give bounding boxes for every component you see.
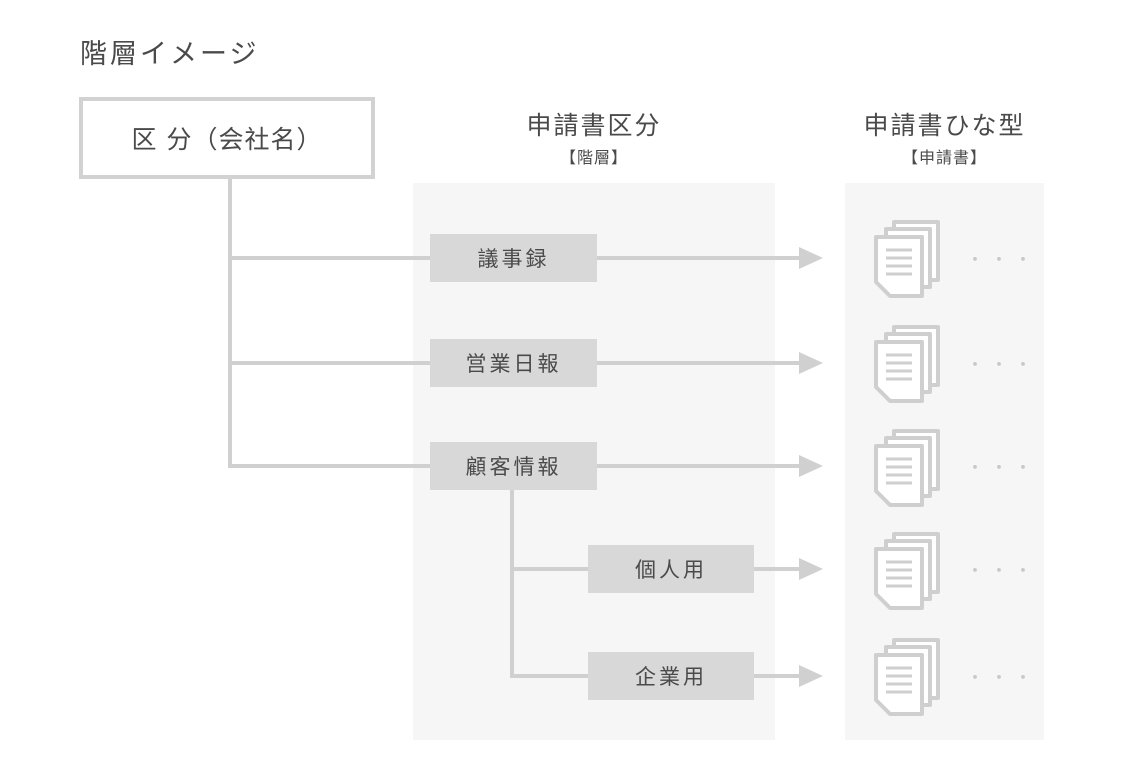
arrowhead-customer-info bbox=[799, 455, 823, 477]
arrow-line-customer-info bbox=[597, 464, 799, 468]
arrowhead-personal bbox=[799, 558, 823, 580]
arrow-line-corporate bbox=[754, 674, 799, 678]
document-stack-icon bbox=[874, 638, 940, 716]
category-column-title: 申請書区分 bbox=[526, 111, 662, 140]
branch-line-corporate bbox=[510, 674, 588, 678]
branch-line-daily-report bbox=[228, 361, 430, 365]
arrow-line-daily-report bbox=[597, 361, 799, 365]
arrow-line-personal bbox=[754, 567, 799, 571]
node-minutes: 議事録 bbox=[430, 234, 597, 282]
template-column-subtitle: 【申請書】 bbox=[901, 148, 987, 167]
category-column-subtitle: 【階層】 bbox=[559, 148, 628, 167]
template-column-title: 申請書ひな型 bbox=[863, 111, 1026, 140]
ellipsis-personal: ・・・ bbox=[966, 561, 1038, 582]
ellipsis-daily-report: ・・・ bbox=[966, 355, 1038, 376]
root-category-box: 区 分（会社名） bbox=[79, 97, 375, 179]
arrowhead-minutes bbox=[799, 247, 823, 269]
document-stack-icon bbox=[874, 220, 940, 298]
ellipsis-customer-info: ・・・ bbox=[966, 458, 1038, 479]
branch-line-minutes bbox=[228, 256, 430, 260]
node-daily-report: 営業日報 bbox=[430, 339, 597, 387]
root-trunk-line bbox=[228, 179, 232, 468]
arrowhead-daily-report bbox=[799, 352, 823, 374]
arrowhead-corporate bbox=[799, 665, 823, 687]
document-stack-icon bbox=[874, 325, 940, 403]
arrow-line-minutes bbox=[597, 256, 799, 260]
node-corporate: 企業用 bbox=[588, 652, 754, 700]
document-stack-icon bbox=[874, 532, 940, 610]
category-column-header: 申請書区分 【階層】 bbox=[413, 111, 775, 168]
sub-trunk-line bbox=[510, 489, 514, 678]
branch-line-personal bbox=[510, 567, 588, 571]
template-column-header: 申請書ひな型 【申請書】 bbox=[825, 111, 1064, 168]
ellipsis-corporate: ・・・ bbox=[966, 668, 1038, 689]
node-customer-info: 顧客情報 bbox=[430, 442, 597, 490]
branch-line-customer-info bbox=[228, 464, 430, 468]
node-personal: 個人用 bbox=[588, 545, 754, 593]
ellipsis-minutes: ・・・ bbox=[966, 250, 1038, 271]
page-title: 階層イメージ bbox=[80, 39, 260, 70]
document-stack-icon bbox=[874, 429, 940, 507]
